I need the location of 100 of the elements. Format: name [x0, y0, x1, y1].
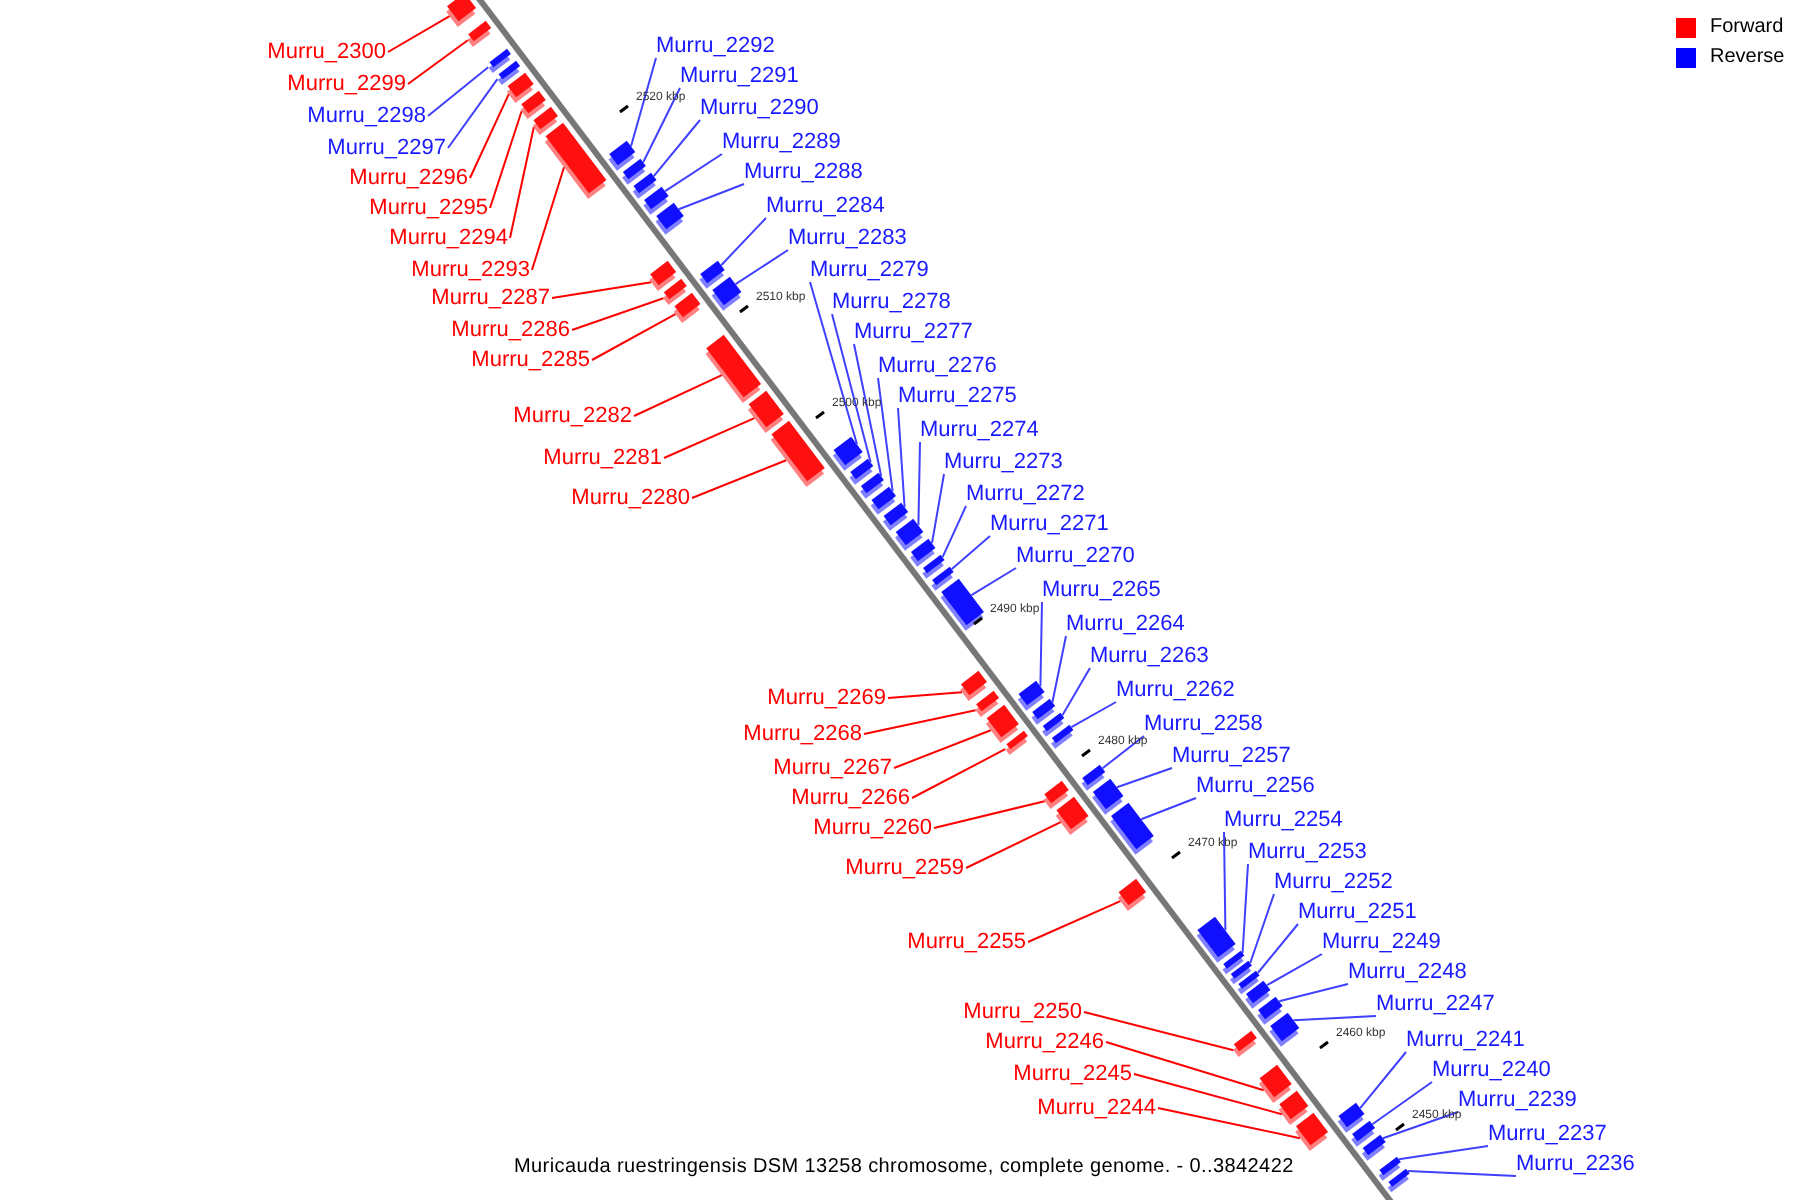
gene-block [747, 390, 784, 433]
leader-line [933, 800, 1046, 829]
gene-label: Murru_2236 [1516, 1152, 1635, 1178]
gene-label: Murru_2287 [431, 286, 550, 312]
gene-block [673, 292, 701, 323]
leader-line [691, 459, 788, 499]
leader-line [489, 110, 523, 209]
gene-label: Murru_2280 [571, 486, 690, 512]
gene-label: Murru_2265 [1042, 578, 1161, 604]
leader-line [469, 93, 510, 179]
gene-block [960, 670, 987, 701]
leader-line [1051, 635, 1067, 704]
gene-block [985, 704, 1019, 743]
leader-line [931, 473, 945, 545]
leader-line [1083, 1011, 1235, 1052]
leader-line [1157, 1107, 1301, 1140]
caption: Muricauda ruestringensis DSM 13258 chromosome, complete genome. - 0..3842422 [514, 1156, 1294, 1180]
gene-label: Murru_2258 [1144, 712, 1263, 738]
gene-block [1351, 1120, 1376, 1147]
gene-label: Murru_2296 [349, 166, 468, 192]
leader-line [630, 57, 657, 148]
gene-label: Murru_2271 [990, 512, 1109, 538]
gene-label: Murru_2269 [767, 686, 886, 712]
gene-block [1278, 1090, 1309, 1125]
gene-block [520, 90, 546, 119]
gene-label: Murru_2281 [543, 446, 662, 472]
leader-line [831, 313, 872, 464]
gene-block [655, 202, 684, 235]
legend-label: Reverse [1710, 46, 1785, 70]
gene-block [910, 538, 936, 567]
gene-label: Murru_2239 [1458, 1088, 1577, 1114]
gene-label: Murru_2275 [898, 384, 1017, 410]
leader-line [1382, 1111, 1459, 1140]
leader-line [591, 313, 677, 361]
leader-line [917, 441, 921, 527]
leader-line [950, 535, 991, 571]
gene-block [699, 260, 725, 289]
leader-line [1105, 1041, 1265, 1092]
gene-label: Murru_2298 [307, 104, 426, 130]
leader-line [1101, 735, 1145, 770]
gene-block [643, 186, 669, 215]
leader-line [633, 374, 723, 417]
gene-label: Murru_2241 [1406, 1028, 1525, 1054]
gene-label: Murru_2278 [832, 290, 951, 316]
gene-block [1337, 1102, 1365, 1133]
gene-label: Murru_2262 [1116, 678, 1235, 704]
gene-block [1117, 878, 1147, 911]
gene-label: Murru_2294 [389, 226, 508, 252]
gene-label: Murru_2272 [966, 482, 1085, 508]
leader-line [1070, 701, 1117, 729]
leader-line [1241, 863, 1249, 954]
gene-label: Murru_2257 [1172, 744, 1291, 770]
gene-block [1005, 730, 1028, 755]
gene-block [1031, 698, 1056, 725]
leader-line [1371, 1081, 1433, 1126]
gene-label: Murru_2273 [944, 450, 1063, 476]
gene-label: Murru_2255 [907, 930, 1026, 956]
leader-line [1278, 983, 1349, 1003]
gene-block [849, 458, 874, 485]
gene-label: Murru_2276 [878, 354, 997, 380]
gene-label: Murru_2279 [810, 258, 929, 284]
leader-line [863, 709, 977, 735]
gene-block [1051, 724, 1074, 749]
gene-block [895, 518, 924, 551]
gene-label: Murru_2299 [287, 72, 406, 98]
gene-label: Murru_2254 [1224, 808, 1343, 834]
gene-block [467, 20, 492, 47]
gene-block [870, 486, 897, 515]
gene-block [711, 276, 742, 311]
leader-line [1266, 953, 1323, 987]
leader-line [1249, 893, 1275, 964]
gene-label: Murru_2284 [766, 194, 885, 220]
gene-block [1043, 780, 1069, 809]
gene-label: Murru_2247 [1376, 992, 1495, 1018]
gene-label: Murru_2297 [327, 136, 446, 162]
gene-label: Murru_2237 [1488, 1122, 1607, 1148]
gene-label: Murru_2282 [513, 404, 632, 430]
gene-label: Murru_2268 [743, 722, 862, 748]
leader-line [652, 119, 701, 178]
leader-line [1116, 767, 1173, 789]
leader-line [1027, 900, 1122, 943]
leader-line [664, 153, 723, 193]
gene-label: Murru_2295 [369, 196, 488, 222]
leader-line [387, 15, 451, 53]
gene-label: Murru_2264 [1066, 612, 1185, 638]
leader-line [1292, 1015, 1377, 1022]
gene-block [940, 578, 984, 631]
gene-block [975, 690, 1000, 717]
leader-line [893, 729, 992, 769]
leader-line [677, 183, 745, 211]
leader-line [1397, 1145, 1489, 1161]
leader-line [853, 343, 883, 478]
gene-label: Murru_2300 [267, 40, 386, 66]
gene-label: Murru_2286 [451, 318, 570, 344]
gene-block [506, 72, 534, 103]
gene-block [832, 436, 863, 471]
gene-block [1245, 980, 1271, 1009]
leader-line [809, 281, 858, 446]
gene-block [1092, 778, 1124, 815]
gene-block [1055, 796, 1089, 835]
